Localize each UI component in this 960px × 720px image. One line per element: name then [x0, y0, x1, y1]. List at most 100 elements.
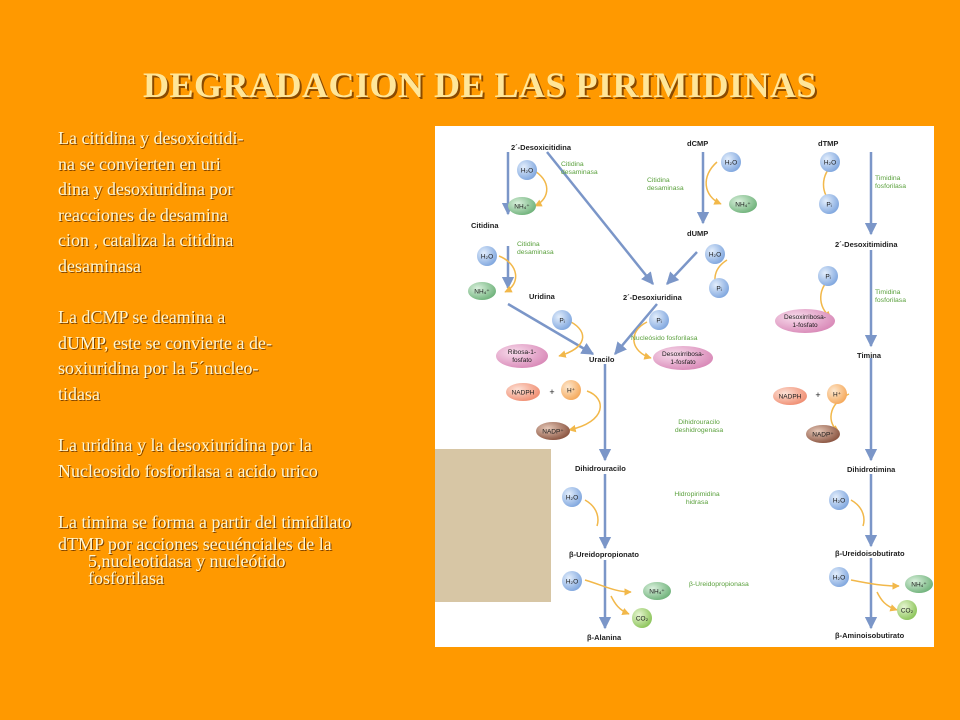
svg-text:Desoxirribosa-: Desoxirribosa-: [784, 314, 826, 321]
metabolite-label: β-Aminoisobutirato: [835, 631, 905, 640]
nadp-cofactor: NADP⁺: [536, 422, 570, 440]
arrow: [546, 151, 654, 285]
hydrogen-ion: H⁺: [827, 384, 847, 404]
svg-text:H₂O: H₂O: [833, 498, 845, 505]
decorative-block: [435, 449, 551, 602]
arrow: [614, 303, 658, 355]
pathway-diagram: 2´-Desoxicitidina Citidina Uridina dCMP …: [468, 139, 933, 642]
metabolite-label: 2´-Desoxitimidina: [835, 240, 898, 249]
svg-text:H₂O: H₂O: [824, 160, 836, 167]
text-line: dina y desoxiuridina por: [58, 179, 234, 200]
svg-text:H₂O: H₂O: [521, 168, 533, 175]
metabolite-label: dUMP: [687, 229, 708, 238]
metabolite-label: Citidina: [471, 221, 499, 230]
text-line: Nucleosido fosforilasa a acido urico: [58, 460, 318, 481]
phosphate-ion: Pᵢ: [709, 278, 729, 298]
metabolite-label: Dihidrotimina: [847, 465, 896, 474]
svg-text:1-fosfato: 1-fosfato: [670, 359, 696, 366]
svg-text:NH₄⁺: NH₄⁺: [735, 202, 751, 209]
svg-text:Pᵢ: Pᵢ: [559, 318, 564, 325]
text-line: La dCMP se deamina a: [58, 307, 226, 328]
curve-arrow: [532, 169, 548, 207]
body-text: La citidina y desoxicitidi- na se convie…: [58, 126, 430, 587]
svg-text:NADPH: NADPH: [512, 390, 535, 397]
water-molecule: H₂O: [721, 152, 741, 172]
svg-text:H₂O: H₂O: [833, 575, 845, 582]
plus-sign: +: [549, 387, 554, 397]
phosphate-ion: Pᵢ: [649, 310, 669, 330]
slide-title: DEGRADACION DE LAS PIRIMIDINAS: [142, 65, 818, 105]
svg-text:H₂O: H₂O: [481, 254, 493, 261]
svg-text:NH₄⁺: NH₄⁺: [514, 204, 530, 211]
text-line: reacciones de desamina: [58, 204, 228, 225]
metabolite-label: dTMP: [818, 139, 838, 148]
text-line: tidasa: [58, 383, 100, 404]
text-line: La timina se forma a partir del timidila…: [58, 511, 352, 532]
svg-text:Pᵢ: Pᵢ: [656, 318, 661, 325]
nadph-cofactor: NADPH: [506, 383, 540, 401]
svg-text:Pᵢ: Pᵢ: [826, 202, 831, 209]
curve-arrow: [498, 255, 517, 293]
water-molecule: H₂O: [705, 244, 725, 264]
text-line: na se convierten en uri: [58, 153, 221, 174]
water-molecule: H₂O: [517, 160, 537, 180]
metabolite-label: β-Ureidopropionato: [569, 550, 639, 559]
svg-text:NH₄⁺: NH₄⁺: [911, 582, 927, 589]
svg-text:NH₄⁺: NH₄⁺: [474, 289, 490, 296]
hydrogen-ion: H⁺: [561, 380, 581, 400]
ammonium-ion: NH₄⁺: [508, 197, 536, 215]
metabolite-label: dCMP: [687, 139, 708, 148]
ribose-phosphate: Ribosa-1-fosfato: [496, 344, 548, 368]
metabolite-label: 2´-Desoxicitidina: [511, 143, 572, 152]
nadp-cofactor: NADP⁺: [806, 425, 840, 443]
ammonium-ion: NH₄⁺: [905, 575, 933, 593]
text-line: cion , cataliza la citidina: [58, 230, 234, 251]
paragraph-dcmp: La dCMP se deamina a dUMP, este se convi…: [58, 305, 430, 407]
phosphate-ion: Pᵢ: [819, 194, 839, 214]
water-molecule: H₂O: [477, 246, 497, 266]
water-molecule: H₂O: [820, 152, 840, 172]
svg-text:H⁺: H⁺: [833, 392, 842, 399]
svg-text:NADPH: NADPH: [779, 394, 802, 401]
text-line: La citidina y desoxicitidi-: [58, 128, 244, 148]
metabolite-label: Dihidrouracilo: [575, 464, 626, 473]
svg-text:1-fosfato: 1-fosfato: [792, 322, 818, 329]
curve-arrow: [584, 579, 632, 596]
metabolite-label: β-Alanina: [587, 633, 622, 642]
curve-arrow: [633, 321, 652, 360]
text-line: desaminasa: [58, 255, 141, 276]
metabolite-label: Uridina: [529, 292, 556, 301]
curve-arrow: [850, 579, 900, 590]
enzyme-label: Nucleósido fosforilasa: [631, 335, 698, 342]
curve-arrow: [584, 499, 599, 527]
text-line: fosforilasa: [88, 567, 164, 588]
svg-text:H₂O: H₂O: [566, 579, 578, 586]
curve-arrow: [705, 161, 722, 205]
metabolite-label: β-Ureidoisobutirato: [835, 549, 905, 558]
svg-text:Pᵢ: Pᵢ: [825, 274, 830, 281]
ammonium-ion: NH₄⁺: [468, 282, 496, 300]
svg-text:H₂O: H₂O: [725, 160, 737, 167]
enzyme-label: β-Ureidopropionasa: [689, 581, 749, 588]
deoxyribose-phosphate: Desoxirribosa-1-fosfato: [775, 309, 835, 333]
svg-text:H₂O: H₂O: [709, 252, 721, 259]
nadph-cofactor: NADPH: [773, 387, 807, 405]
svg-text:fosfato: fosfato: [512, 357, 532, 364]
ammonium-ion: NH₄⁺: [643, 582, 671, 600]
curve-arrow: [568, 390, 601, 433]
text-line: La uridina y la desoxiuridina por la: [58, 435, 312, 456]
co2-molecule: CO₂: [632, 608, 652, 628]
svg-text:CO₂: CO₂: [901, 608, 914, 615]
phosphate-ion: Pᵢ: [818, 266, 838, 286]
svg-text:H⁺: H⁺: [567, 388, 576, 395]
curve-arrow: [850, 499, 865, 527]
text-line: soxiuridina por la 5´nucleo-: [58, 358, 259, 379]
svg-text:NADP⁺: NADP⁺: [812, 432, 834, 439]
text-line: dTMP por acciones secuénciales de la: [58, 533, 332, 554]
metabolite-label: Timina: [857, 351, 882, 360]
